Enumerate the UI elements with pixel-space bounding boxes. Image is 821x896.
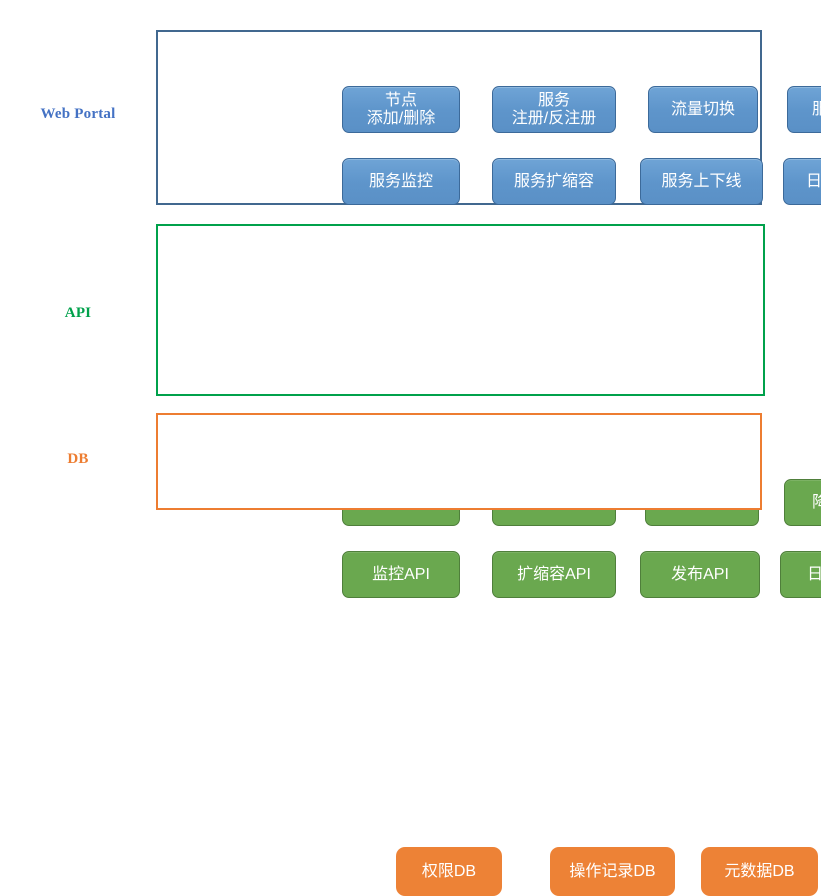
- node-log-query[interactable]: 日志查询: [783, 158, 821, 205]
- node-service-online-offline[interactable]: 服务上下线: [640, 158, 763, 205]
- tier-label-api: API: [64, 305, 92, 321]
- tier-label-web-portal: Web Portal: [40, 106, 116, 122]
- node-traffic-switch[interactable]: 流量切换: [648, 86, 758, 133]
- node-add-remove-node[interactable]: 节点 添加/删除: [342, 86, 460, 133]
- node-metadata-db[interactable]: 元数据DB: [701, 847, 818, 896]
- tier-label-db: DB: [67, 451, 89, 467]
- node-row-web-portal-1: 节点 添加/删除 服务 注册/反注册 流量切换 服务降级: [342, 86, 821, 133]
- architecture-diagram: Web Portal 节点 添加/删除 服务 注册/反注册 流量切换 服务降级 …: [40, 30, 821, 896]
- node-release-api[interactable]: 发布API: [640, 551, 760, 598]
- node-log-api[interactable]: 日志API: [780, 551, 821, 598]
- node-operation-log-db[interactable]: 操作记录DB: [550, 847, 675, 896]
- section-db: 权限DB 操作记录DB 元数据DB: [156, 413, 818, 896]
- node-service-scaling[interactable]: 服务扩缩容: [492, 158, 616, 205]
- section-api: 节点API 服务API 切流量API 降级API 监控API 扩缩容API 发布…: [156, 224, 821, 598]
- node-row-api-2: 监控API 扩缩容API 发布API 日志API: [342, 551, 821, 598]
- section-web-portal: 节点 添加/删除 服务 注册/反注册 流量切换 服务降级 服务监控 服务扩缩容 …: [156, 30, 821, 205]
- node-degrade-api[interactable]: 降级API: [784, 479, 821, 526]
- node-service-register[interactable]: 服务 注册/反注册: [492, 86, 616, 133]
- node-monitor-api[interactable]: 监控API: [342, 551, 460, 598]
- node-scaling-api[interactable]: 扩缩容API: [492, 551, 616, 598]
- node-row-web-portal-2: 服务监控 服务扩缩容 服务上下线 日志查询: [342, 158, 821, 205]
- node-service-monitor[interactable]: 服务监控: [342, 158, 460, 205]
- node-row-db-1: 权限DB 操作记录DB 元数据DB: [396, 847, 818, 896]
- node-service-degrade[interactable]: 服务降级: [787, 86, 821, 133]
- node-permission-db[interactable]: 权限DB: [396, 847, 502, 896]
